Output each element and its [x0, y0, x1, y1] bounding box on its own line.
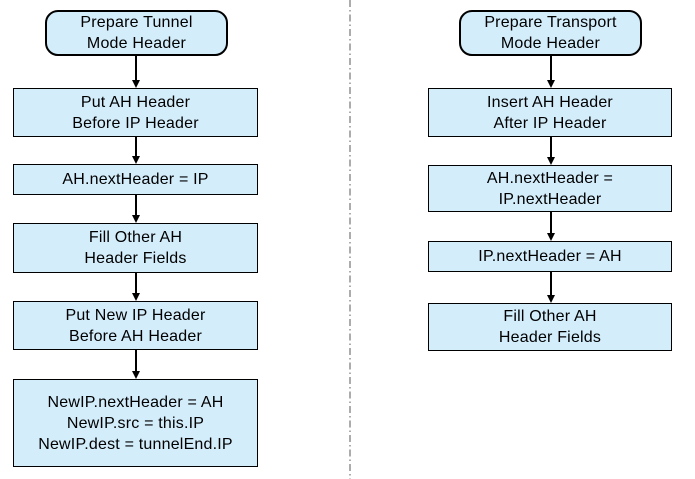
arrow-stem — [135, 350, 137, 371]
flow-arrow — [131, 56, 141, 88]
flow-arrow — [546, 212, 556, 241]
arrow-stem — [550, 212, 552, 233]
step-box-fill-other-ah-fields-right: Fill Other AH Header Fields — [428, 303, 672, 351]
step-box-ah-nextheader-ip-nextheader: AH.nextHeader = IP.nextHeader — [428, 165, 672, 212]
arrow-stem — [135, 273, 137, 293]
arrow-head-icon — [547, 295, 555, 303]
flow-arrow — [131, 137, 141, 164]
step-box-put-new-ip-header: Put New IP Header Before AH Header — [13, 301, 258, 350]
flow-arrow — [131, 350, 141, 379]
arrow-stem — [550, 272, 552, 295]
flow-arrow — [546, 137, 556, 165]
arrow-head-icon — [132, 293, 140, 301]
arrow-head-icon — [132, 215, 140, 223]
flow-arrow — [546, 56, 556, 88]
arrow-head-icon — [132, 371, 140, 379]
flow-arrow — [546, 272, 556, 303]
arrow-head-icon — [547, 157, 555, 165]
arrow-head-icon — [132, 80, 140, 88]
start-box-transport-mode: Prepare Transport Mode Header — [459, 10, 642, 56]
flow-arrow — [131, 195, 141, 223]
step-box-put-ah-header: Put AH Header Before IP Header — [13, 88, 258, 137]
start-box-tunnel-mode: Prepare Tunnel Mode Header — [45, 10, 228, 56]
step-box-ah-nextheader-ip: AH.nextHeader = IP — [13, 164, 258, 195]
arrow-stem — [135, 56, 137, 80]
arrow-stem — [135, 195, 137, 215]
step-box-ip-nextheader-ah: IP.nextHeader = AH — [428, 241, 672, 272]
flow-arrow — [131, 273, 141, 301]
step-box-fill-other-ah-fields-left: Fill Other AH Header Fields — [13, 223, 258, 273]
arrow-stem — [135, 137, 137, 156]
arrow-head-icon — [132, 156, 140, 164]
step-box-insert-ah-header: Insert AH Header After IP Header — [428, 88, 672, 137]
step-box-newip-assignments: NewIP.nextHeader = AH NewIP.src = this.I… — [13, 379, 258, 467]
arrow-stem — [550, 56, 552, 80]
arrow-head-icon — [547, 80, 555, 88]
arrow-stem — [550, 137, 552, 157]
divider-dashed-line — [349, 0, 351, 479]
arrow-head-icon — [547, 233, 555, 241]
